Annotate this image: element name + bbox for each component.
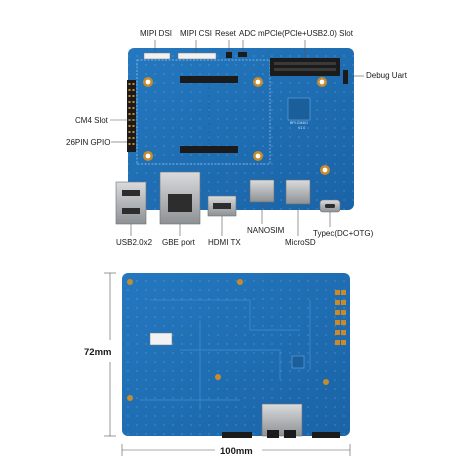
cm4-slot-area [136,59,271,165]
mounting-holes [143,77,330,175]
bottom-gpio-pads [335,290,346,345]
silkscreen-model: BPI-CM4IO [290,121,308,125]
bpi-logo-chip [287,97,311,121]
label-debug-uart: Debug Uart [366,71,408,80]
adc-header-part [238,52,247,57]
microsd-slot [285,179,311,205]
label-gbe: GBE port [162,238,196,247]
label-reset: Reset [215,29,237,38]
width-dimension-label: 100mm [220,446,253,457]
label-microsd: MicroSD [285,238,316,247]
dimension-height: 72mm [84,272,116,437]
usb-ports [115,181,147,225]
label-usb: USB2.0x2 [116,238,153,247]
top-board: BPI-CM4IO V1.0 [115,48,354,225]
bottom-mounting-holes [127,279,329,401]
nanosim-slot [249,179,275,203]
label-cm4-slot: CM4 Slot [75,116,109,125]
gpio-header [127,80,136,152]
mipi-csi-connector [177,52,217,60]
cm4-connector-bottom [180,146,238,153]
gbe-port [159,171,201,225]
callouts: MIPI DSI MIPI CSI Reset ADC mPCle(PCle+U… [66,29,408,247]
label-nanosim: NANOSIM [247,226,285,235]
hdmi-port [207,195,237,217]
typec-port [319,199,341,213]
mipi-dsi-connector [143,52,171,60]
label-adc: ADC [239,29,256,38]
label-gpio: 26PIN GPIO [66,138,110,147]
dimension-width: 100mm [121,444,351,457]
label-mipi-csi: MIPI CSI [180,29,212,38]
height-dimension-label: 72mm [84,347,111,358]
reset-button-part [226,52,232,58]
label-mpcie: mPCle(PCle+USB2.0) Slot [258,29,354,38]
top-pcb-vias [128,48,354,210]
label-mipi-dsi: MIPI DSI [140,29,172,38]
debug-uart-header [343,70,348,84]
silkscreen-version: V1.0 [298,126,305,130]
bottom-board [122,273,350,438]
cm4-connector-top [180,76,238,83]
label-typec: Typec(DC+OTG) [313,229,374,238]
mpcie-slot [270,58,340,76]
label-hdmi: HDMI TX [208,238,241,247]
